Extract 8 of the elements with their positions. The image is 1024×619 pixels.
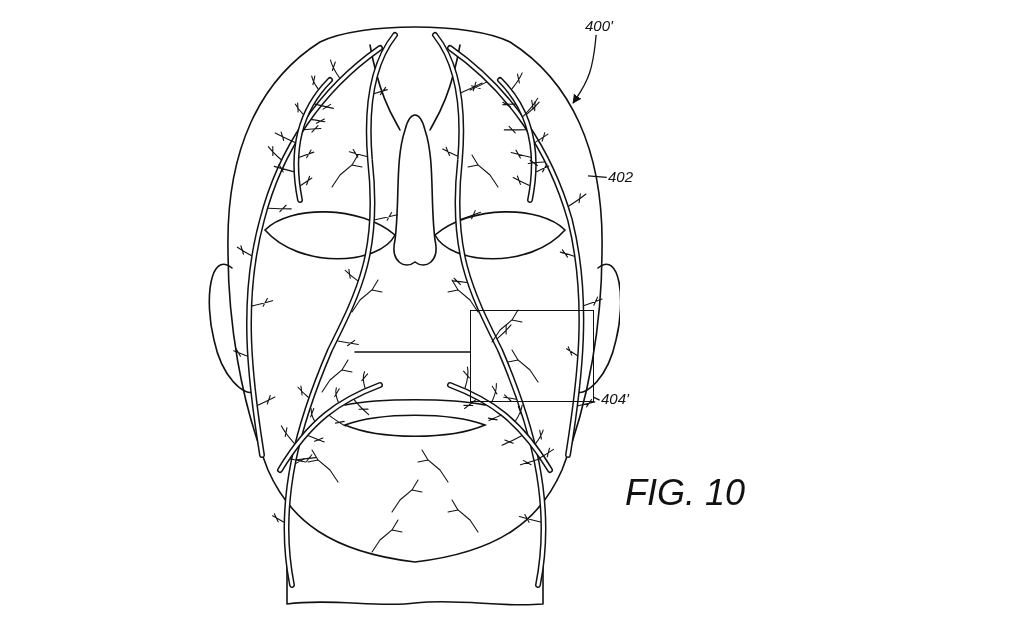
arrow <box>572 34 597 104</box>
reference-numeral: 400' <box>585 17 613 34</box>
reference-numeral: 402 <box>608 168 634 185</box>
leader-line <box>587 175 608 178</box>
reference-numeral: 404' <box>601 390 629 407</box>
figure-label: FIG. 10 <box>625 472 746 514</box>
detail-frame <box>470 310 594 402</box>
leader-line <box>593 396 601 401</box>
